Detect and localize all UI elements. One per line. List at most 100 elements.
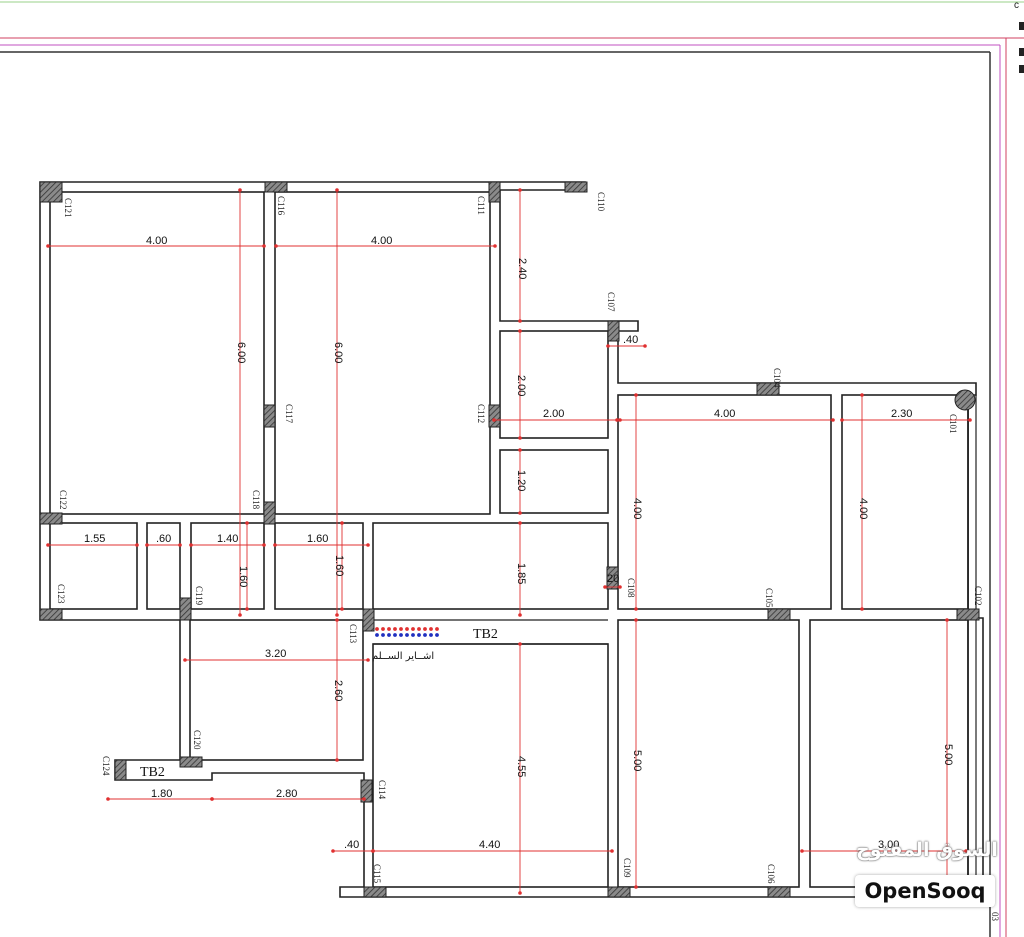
dimension-tick bbox=[46, 543, 50, 547]
sheet-corner-label: c bbox=[1014, 0, 1019, 11]
dimension-tick bbox=[945, 618, 949, 622]
column-c102 bbox=[956, 608, 980, 621]
dimension-tick bbox=[634, 607, 638, 611]
dimension-label-d24: 4.55 bbox=[515, 756, 527, 777]
stair-dot bbox=[423, 627, 427, 631]
dimension-tick bbox=[518, 642, 522, 646]
dimension-tick bbox=[634, 885, 638, 889]
dimension-label-d31: 3.00 bbox=[878, 839, 899, 851]
dimension-label-d1: 4.00 bbox=[146, 235, 167, 247]
column-label-c102: C102 bbox=[973, 586, 983, 606]
column-label-c120: C120 bbox=[192, 730, 202, 750]
dimension-label-d3: 2.40 bbox=[516, 258, 528, 279]
stair-dot bbox=[387, 633, 391, 637]
dimension-tick bbox=[964, 849, 968, 853]
column-label-c115: C115 bbox=[372, 864, 382, 884]
dimension-label-d11: 1.20 bbox=[515, 470, 527, 491]
dimension-tick bbox=[518, 188, 522, 192]
dimension-label-d15: .60 bbox=[156, 533, 171, 545]
column-c106 bbox=[767, 886, 791, 898]
dimension-label-d18: 1.60 bbox=[237, 566, 249, 587]
dimension-tick bbox=[210, 797, 214, 801]
column-c121 bbox=[39, 181, 63, 203]
dimension-tick bbox=[840, 418, 844, 422]
dimension-label-d30: 4.40 bbox=[479, 839, 500, 851]
dimension-tick bbox=[238, 613, 242, 617]
column-label-c103: 03 bbox=[990, 912, 1000, 922]
dimension-label-d26: 5.00 bbox=[942, 744, 954, 765]
dimension-tick bbox=[178, 543, 182, 547]
dimension-label-d9: 4.00 bbox=[714, 408, 735, 420]
stair-dot bbox=[381, 627, 385, 631]
dimension-tick bbox=[492, 418, 496, 422]
stair-marker-dots bbox=[375, 627, 439, 637]
column-label-c118: C118 bbox=[251, 490, 261, 510]
stair-dot bbox=[417, 633, 421, 637]
column-c123 bbox=[39, 608, 63, 621]
beam-label-upper: TB2 bbox=[473, 627, 498, 642]
dimension-tick bbox=[860, 393, 864, 397]
column-c120 bbox=[179, 756, 203, 768]
dimension-tick bbox=[362, 797, 366, 801]
column-label-c107: C107 bbox=[606, 292, 616, 312]
stair-dot bbox=[417, 627, 421, 631]
dimension-tick bbox=[860, 607, 864, 611]
dimension-label-d20: 1.85 bbox=[515, 563, 527, 584]
dimension-label-d17: 1.60 bbox=[307, 533, 328, 545]
column-label-c106: C106 bbox=[766, 864, 776, 884]
dimension-tick bbox=[634, 618, 638, 622]
stair-dot bbox=[375, 633, 379, 637]
stair-dot bbox=[405, 633, 409, 637]
dimension-tick bbox=[189, 543, 193, 547]
dimension-tick bbox=[371, 849, 375, 853]
dimension-tick bbox=[603, 585, 607, 589]
dimension-tick bbox=[518, 448, 522, 452]
column-c114 bbox=[360, 779, 373, 803]
dimension-tick bbox=[106, 797, 110, 801]
stair-dot bbox=[405, 627, 409, 631]
dimension-tick bbox=[366, 658, 370, 662]
dimension-tick bbox=[335, 613, 339, 617]
dimension-tick bbox=[615, 418, 619, 422]
dimension-tick bbox=[518, 511, 522, 515]
dimension-lines bbox=[46, 188, 972, 895]
column-label-c101: C101 bbox=[948, 414, 958, 434]
stair-dot bbox=[387, 627, 391, 631]
dimension-tick bbox=[135, 543, 139, 547]
column-label-c105: C105 bbox=[764, 588, 774, 608]
stair-dot bbox=[423, 633, 427, 637]
stair-dot bbox=[393, 627, 397, 631]
walls bbox=[39, 181, 984, 898]
dimension-tick bbox=[331, 849, 335, 853]
stair-dot bbox=[399, 627, 403, 631]
dimension-label-d14: 1.55 bbox=[84, 533, 105, 545]
column-c115 bbox=[363, 886, 387, 898]
column-c107 bbox=[607, 320, 620, 342]
opensooq-logo: OpenSooq bbox=[855, 875, 995, 907]
dimension-tick bbox=[800, 849, 804, 853]
column-c117 bbox=[263, 404, 276, 428]
column-c110 bbox=[564, 181, 588, 193]
dimension-tick bbox=[340, 607, 344, 611]
dimension-tick bbox=[610, 849, 614, 853]
dimension-tick bbox=[518, 319, 522, 323]
column-label-c119: C119 bbox=[194, 586, 204, 606]
dimension-label-d13: 4.00 bbox=[857, 498, 869, 519]
dimension-tick bbox=[518, 329, 522, 333]
column-c112 bbox=[488, 404, 501, 428]
beam-label-lower: TB2 bbox=[140, 765, 165, 780]
dimension-label-d8: 2.00 bbox=[543, 408, 564, 420]
dimension-label-d27: 1.80 bbox=[151, 788, 172, 800]
stair-dot bbox=[381, 633, 385, 637]
column-c118 bbox=[263, 501, 276, 525]
stair-dot bbox=[429, 633, 433, 637]
column-c122 bbox=[39, 512, 63, 525]
dimension-tick bbox=[518, 436, 522, 440]
column-label-c109: C109 bbox=[622, 858, 632, 878]
dimension-label-d6: .40 bbox=[623, 334, 638, 346]
dimension-tick bbox=[245, 607, 249, 611]
dimension-tick bbox=[183, 658, 187, 662]
dimension-label-d21: 20 bbox=[607, 573, 619, 585]
